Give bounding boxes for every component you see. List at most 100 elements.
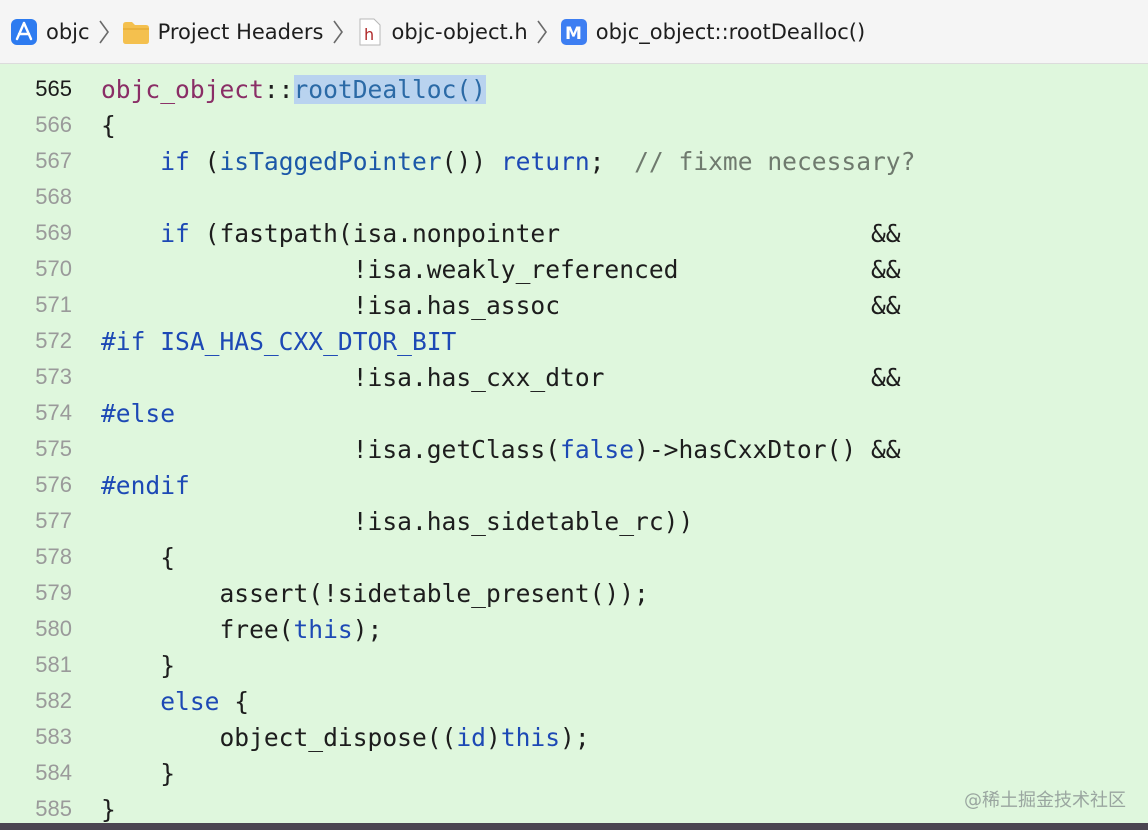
code-text[interactable]: { (101, 543, 175, 572)
code-line[interactable]: 582 else { (0, 683, 1148, 719)
code-token: this (500, 722, 561, 752)
breadcrumb-item-group[interactable]: Project Headers (122, 12, 324, 52)
code-line[interactable]: 576 #endif (0, 467, 1148, 503)
code-line[interactable]: 579 assert(!sidetable_present()); (0, 575, 1148, 611)
code-line[interactable]: 575 !isa.getClass(false)->hasCxxDtor() &… (0, 431, 1148, 467)
breadcrumb-label: objc_object::rootDealloc() (595, 19, 866, 44)
code-token: assert(!sidetable_present()); (101, 578, 649, 608)
breadcrumb-item-project[interactable]: objc (10, 12, 90, 52)
code-token (101, 147, 160, 176)
code-token (101, 219, 160, 248)
code-text[interactable]: if (isTaggedPointer()) return; // fixme … (101, 147, 915, 176)
line-number: 571 (35, 292, 72, 317)
line-number: 583 (35, 724, 72, 749)
code-text[interactable]: #endif (101, 471, 190, 500)
code-line[interactable]: 570 !isa.weakly_referenced && (0, 251, 1148, 287)
code-token: // fixme necessary? (634, 146, 916, 176)
code-token: !isa.has_cxx_dtor && (101, 362, 901, 392)
code-line[interactable]: 566{ (0, 107, 1148, 143)
code-token: id (456, 722, 486, 752)
code-line[interactable]: 565 objc_object::rootDealloc() (0, 71, 1148, 107)
code-text[interactable]: } (101, 759, 175, 788)
code-text[interactable]: #if ISA_HAS_CXX_DTOR_BIT (101, 327, 456, 356)
code-line[interactable]: 568 (0, 179, 1148, 215)
code-line[interactable]: 583 object_dispose((id)this); (0, 719, 1148, 755)
line-number: 574 (35, 400, 72, 425)
code-text[interactable]: objc_object::rootDealloc() (101, 74, 486, 104)
folder-icon (122, 18, 150, 46)
chevron-right-icon (535, 19, 549, 45)
code-line[interactable]: 580 free(this); (0, 611, 1148, 647)
code-token: } (101, 650, 176, 680)
code-token: if (160, 146, 190, 176)
xcode-project-icon (10, 18, 38, 46)
code-line[interactable]: 584 } (0, 755, 1148, 791)
line-number: 576 (35, 472, 72, 497)
code-token: { (101, 110, 116, 140)
line-number: 578 (35, 544, 72, 569)
code-text[interactable]: else { (101, 687, 249, 716)
code-text[interactable]: } (101, 795, 116, 824)
breadcrumb-item-symbol[interactable]: M objc_object::rootDealloc() (560, 12, 865, 52)
code-token: ); (560, 722, 590, 752)
line-number: 582 (35, 688, 72, 713)
svg-text:M: M (565, 24, 582, 44)
code-token: object_dispose(( (101, 722, 457, 752)
code-text[interactable]: } (101, 651, 175, 680)
code-token: ; (589, 146, 635, 176)
code-text[interactable]: #else (101, 399, 175, 428)
code-token: #endif (101, 470, 190, 500)
code-text[interactable]: if (fastpath(isa.nonpointer && (101, 218, 900, 248)
breadcrumb-label: objc (46, 19, 90, 44)
code-line[interactable]: 567 if (isTaggedPointer()) return; // fi… (0, 143, 1148, 179)
code-text[interactable]: !isa.has_cxx_dtor && (101, 363, 901, 392)
code-text[interactable]: !isa.getClass(false)->hasCxxDtor() && (101, 435, 901, 464)
code-token: !isa.has_sidetable_rc)) (101, 506, 694, 536)
code-token: #if ISA_HAS_CXX_DTOR_BIT (101, 326, 457, 356)
line-number: 584 (35, 760, 72, 785)
code-token: isTaggedPointer (219, 146, 442, 176)
code-token: } (101, 758, 176, 788)
line-number: 565 (35, 76, 72, 101)
code-text[interactable]: !isa.has_sidetable_rc)) (101, 506, 694, 536)
code-text[interactable]: { (101, 111, 116, 140)
code-text[interactable]: assert(!sidetable_present()); (101, 578, 649, 608)
code-text[interactable]: free(this); (101, 615, 382, 644)
code-line[interactable]: 574 #else (0, 395, 1148, 431)
line-number: 585 (35, 796, 72, 821)
line-number: 577 (35, 508, 72, 533)
code-token: ( (189, 146, 220, 176)
line-number: 567 (35, 148, 72, 173)
svg-text:h: h (364, 25, 374, 44)
code-line[interactable]: 569 if (fastpath(isa.nonpointer && (0, 215, 1148, 251)
code-token: free( (101, 614, 294, 644)
code-token: { (219, 686, 250, 716)
line-number: 572 (35, 328, 72, 353)
chevron-right-icon (97, 19, 111, 45)
code-text[interactable]: !isa.weakly_referenced && (101, 255, 901, 284)
code-line[interactable]: 571 !isa.has_assoc && (0, 287, 1148, 323)
code-token: return (500, 146, 590, 176)
code-token (101, 687, 160, 716)
line-number: 580 (35, 616, 72, 641)
header-file-icon: h (356, 18, 384, 46)
line-number: 575 (35, 436, 72, 461)
code-token: ) (486, 722, 501, 752)
code-token: #else (101, 398, 176, 428)
code-line[interactable]: 577 !isa.has_sidetable_rc)) (0, 503, 1148, 539)
code-line[interactable]: 572 #if ISA_HAS_CXX_DTOR_BIT (0, 323, 1148, 359)
code-text[interactable]: object_dispose((id)this); (101, 722, 590, 752)
code-token: false (560, 434, 635, 464)
code-token: )->hasCxxDtor() && (634, 434, 901, 464)
code-token: if (160, 218, 190, 248)
selected-token: rootDealloc() (293, 74, 486, 104)
code-token: this (293, 614, 353, 644)
watermark: @稀土掘金技术社区 (964, 790, 1126, 811)
code-line[interactable]: 581 } (0, 647, 1148, 683)
code-line[interactable]: 573 !isa.has_cxx_dtor && (0, 359, 1148, 395)
code-line[interactable]: 585} (0, 791, 1148, 827)
code-text[interactable]: !isa.has_assoc && (101, 291, 901, 320)
code-line[interactable]: 578 { (0, 539, 1148, 575)
breadcrumb-item-file[interactable]: h objc-object.h (356, 12, 528, 52)
